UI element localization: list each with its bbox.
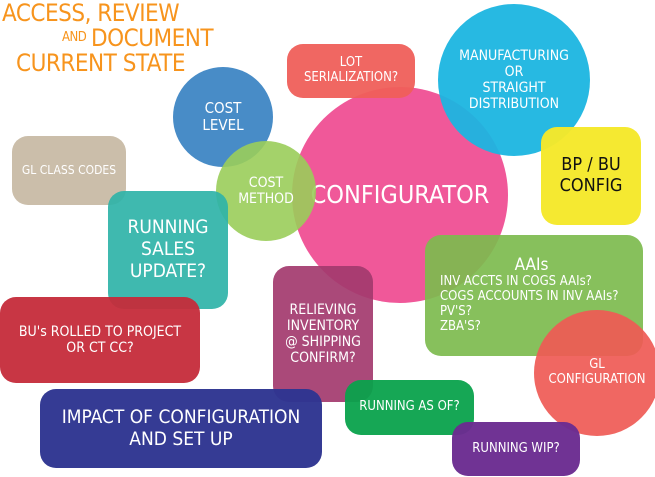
label: MANUFACTURING [459, 47, 569, 64]
label: INVENTORY [286, 317, 360, 334]
label: GL [589, 357, 605, 373]
lot-serialization-bubble: LOT SERIALIZATION? [287, 44, 415, 98]
label: OR [504, 63, 524, 80]
label: RELIEVING [289, 301, 357, 318]
aais-item: PV'S? [440, 304, 472, 320]
label: RUNNING [127, 216, 209, 239]
aais-item: INV ACCTS IN COGS AAIs? [440, 274, 592, 290]
aais-item: COGS ACCOUNTS IN INV AAIs? [440, 289, 619, 305]
aais-item: ZBA'S? [440, 319, 481, 335]
title-line-2-small: AND [62, 30, 87, 45]
label: STRAIGHT [482, 80, 546, 96]
label: CONFIRM? [290, 350, 356, 367]
running-sales-update-bubble: RUNNING SALES UPDATE? [108, 191, 228, 309]
label: BU's ROLLED TO PROJECT [18, 323, 182, 340]
label: GL CLASS CODES [21, 162, 117, 177]
label: UPDATE? [129, 259, 207, 282]
aais-heading: AAIs [514, 254, 549, 275]
bp-bu-config-bubble: BP / BU CONFIG [541, 127, 641, 225]
label: LOT [339, 55, 363, 71]
cost-level-bubble: COST LEVEL [173, 67, 273, 167]
label: SALES [140, 238, 196, 261]
gl-class-codes-bubble: GL CLASS CODES [12, 136, 126, 205]
label: IMPACT OF CONFIGURATION [61, 405, 301, 428]
running-as-of-bubble: RUNNING AS OF? [345, 380, 474, 435]
label: BP / BU [561, 154, 621, 176]
title-line-1: ACCESS, REVIEW [2, 0, 180, 27]
label: COST [204, 98, 242, 117]
diagram-title: ACCESS, REVIEW AND DOCUMENT CURRENT STAT… [0, 0, 220, 80]
impact-bubble: IMPACT OF CONFIGURATION AND SET UP [40, 389, 322, 468]
label: CONFIGURATION [548, 372, 646, 387]
relieving-inventory-bubble: RELIEVING INVENTORY @ SHIPPING CONFIRM? [273, 266, 373, 402]
label: SERIALIZATION? [303, 70, 399, 85]
bus-rolled-bubble: BU's ROLLED TO PROJECT OR CT CC? [0, 297, 200, 383]
label: @ SHIPPING [285, 334, 361, 350]
running-wip-bubble: RUNNING WIP? [452, 422, 580, 476]
cost-method-bubble: COST METHOD [216, 141, 316, 241]
title-line-3: CURRENT STATE [16, 49, 185, 77]
label: CONFIGURATOR [310, 179, 490, 209]
label: METHOD [238, 191, 294, 207]
label: LEVEL [202, 116, 244, 134]
gl-configuration-bubble: GL CONFIGURATION [534, 310, 655, 436]
title-line-2: DOCUMENT [91, 24, 214, 52]
label: DISTRIBUTION [468, 96, 560, 113]
label: COST [248, 174, 284, 191]
label: RUNNING AS OF? [359, 399, 460, 415]
label: CONFIG [559, 175, 623, 196]
label: RUNNING WIP? [472, 440, 560, 456]
label: AND SET UP [129, 427, 233, 450]
label: OR CT CC? [66, 340, 134, 356]
